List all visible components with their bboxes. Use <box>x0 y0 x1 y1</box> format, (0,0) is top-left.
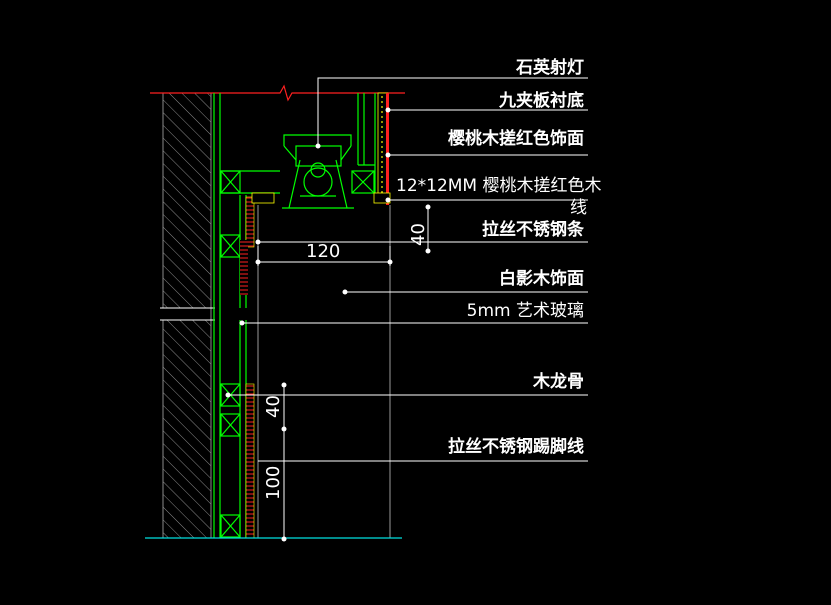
dim-40-top: 40 <box>408 223 429 246</box>
ceiling-line <box>150 84 405 102</box>
label-art-glass: 5mm 艺术玻璃 <box>467 301 584 321</box>
wall-framing <box>213 93 376 538</box>
dim-100: 100 <box>263 466 284 500</box>
dim-120: 120 <box>306 241 340 262</box>
label-cherry-trim-line1: 12*12MM 樱桃木搓红色木 <box>396 176 602 196</box>
label-quartz-spotlight: 石英射灯 <box>515 57 584 78</box>
label-cherry-trim-line2: 线 <box>570 198 587 218</box>
masonry-wall <box>160 93 215 538</box>
label-cherry-trim: 12*12MM 樱桃木搓红色木线 <box>396 176 602 218</box>
leader-lines <box>228 77 588 462</box>
dimension-ticks <box>255 204 431 542</box>
label-ss-skirting: 拉丝不锈钢踢脚线 <box>448 436 584 457</box>
label-cherry-veneer: 樱桃木搓红色饰面 <box>448 128 584 149</box>
plywood-and-veneer <box>240 92 391 539</box>
label-plywood-base: 九夹板衬底 <box>498 90 584 111</box>
dim-40-bottom: 40 <box>263 395 284 418</box>
dimension-lines <box>257 205 429 540</box>
label-wood-keel: 木龙骨 <box>532 371 584 392</box>
label-ss-strip: 拉丝不锈钢条 <box>482 219 585 240</box>
label-white-oak-veneer: 白影木饰面 <box>499 268 584 289</box>
leader-dots <box>225 107 391 398</box>
